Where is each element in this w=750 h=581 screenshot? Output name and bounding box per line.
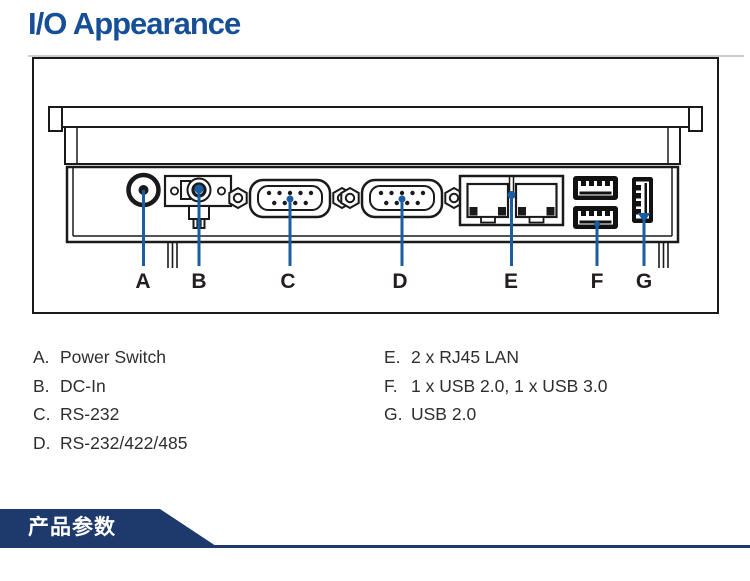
legend-left-column: A. Power Switch B. DC-In C. RS-232 D. RS… [33, 343, 187, 457]
legend-label: USB 2.0 [411, 404, 477, 425]
port-letter-b: B [191, 270, 206, 293]
legend-label: RS-232 [60, 404, 120, 425]
port-letter-f: F [591, 270, 604, 293]
port-letter-c: C [280, 270, 295, 293]
legend-label: 1 x USB 2.0, 1 x USB 3.0 [411, 375, 608, 396]
port-letter-a: A [135, 270, 150, 293]
usb-vertical-port [632, 177, 653, 223]
rj45-lan-port [458, 174, 565, 227]
legend-letter: C. [33, 404, 51, 425]
port-letter-e: E [504, 270, 518, 293]
legend-right-column: E. 2 x RJ45 LAN F. 1 x USB 2.0, 1 x USB … [384, 343, 607, 429]
leader-lines [142, 184, 651, 266]
legend-letter: D. [33, 432, 51, 453]
legend-letter: F. [384, 375, 398, 396]
legend-label: Power Switch [60, 347, 167, 367]
legend-letter: E. [384, 347, 401, 367]
usb-stack-port [573, 176, 618, 229]
legend-item-f: F. 1 x USB 2.0, 1 x USB 3.0 [384, 372, 607, 401]
legend-item-d: D. RS-232/422/485 [33, 429, 187, 458]
legend-item-e: E. 2 x RJ45 LAN [384, 343, 607, 372]
legend-label: DC-In [60, 375, 106, 396]
legend-item-b: B. DC-In [33, 372, 187, 401]
section-banner-underline [160, 545, 750, 548]
legend-item-c: C. RS-232 [33, 400, 187, 429]
legend-letter: B. [33, 375, 50, 396]
page-title: I/O Appearance [28, 6, 241, 41]
section-banner-label: 产品参数 [28, 516, 116, 539]
title-divider [28, 55, 744, 57]
legend-item-a: A. Power Switch [33, 343, 187, 372]
legend-label: 2 x RJ45 LAN [411, 347, 519, 367]
port-letter-g: G [636, 270, 652, 293]
port-letter-d: D [392, 270, 407, 293]
legend-letter: G. [384, 404, 403, 425]
legend-item-g: G. USB 2.0 [384, 400, 607, 429]
legend-letter: A. [33, 347, 50, 367]
legend-label: RS-232/422/485 [60, 432, 188, 453]
